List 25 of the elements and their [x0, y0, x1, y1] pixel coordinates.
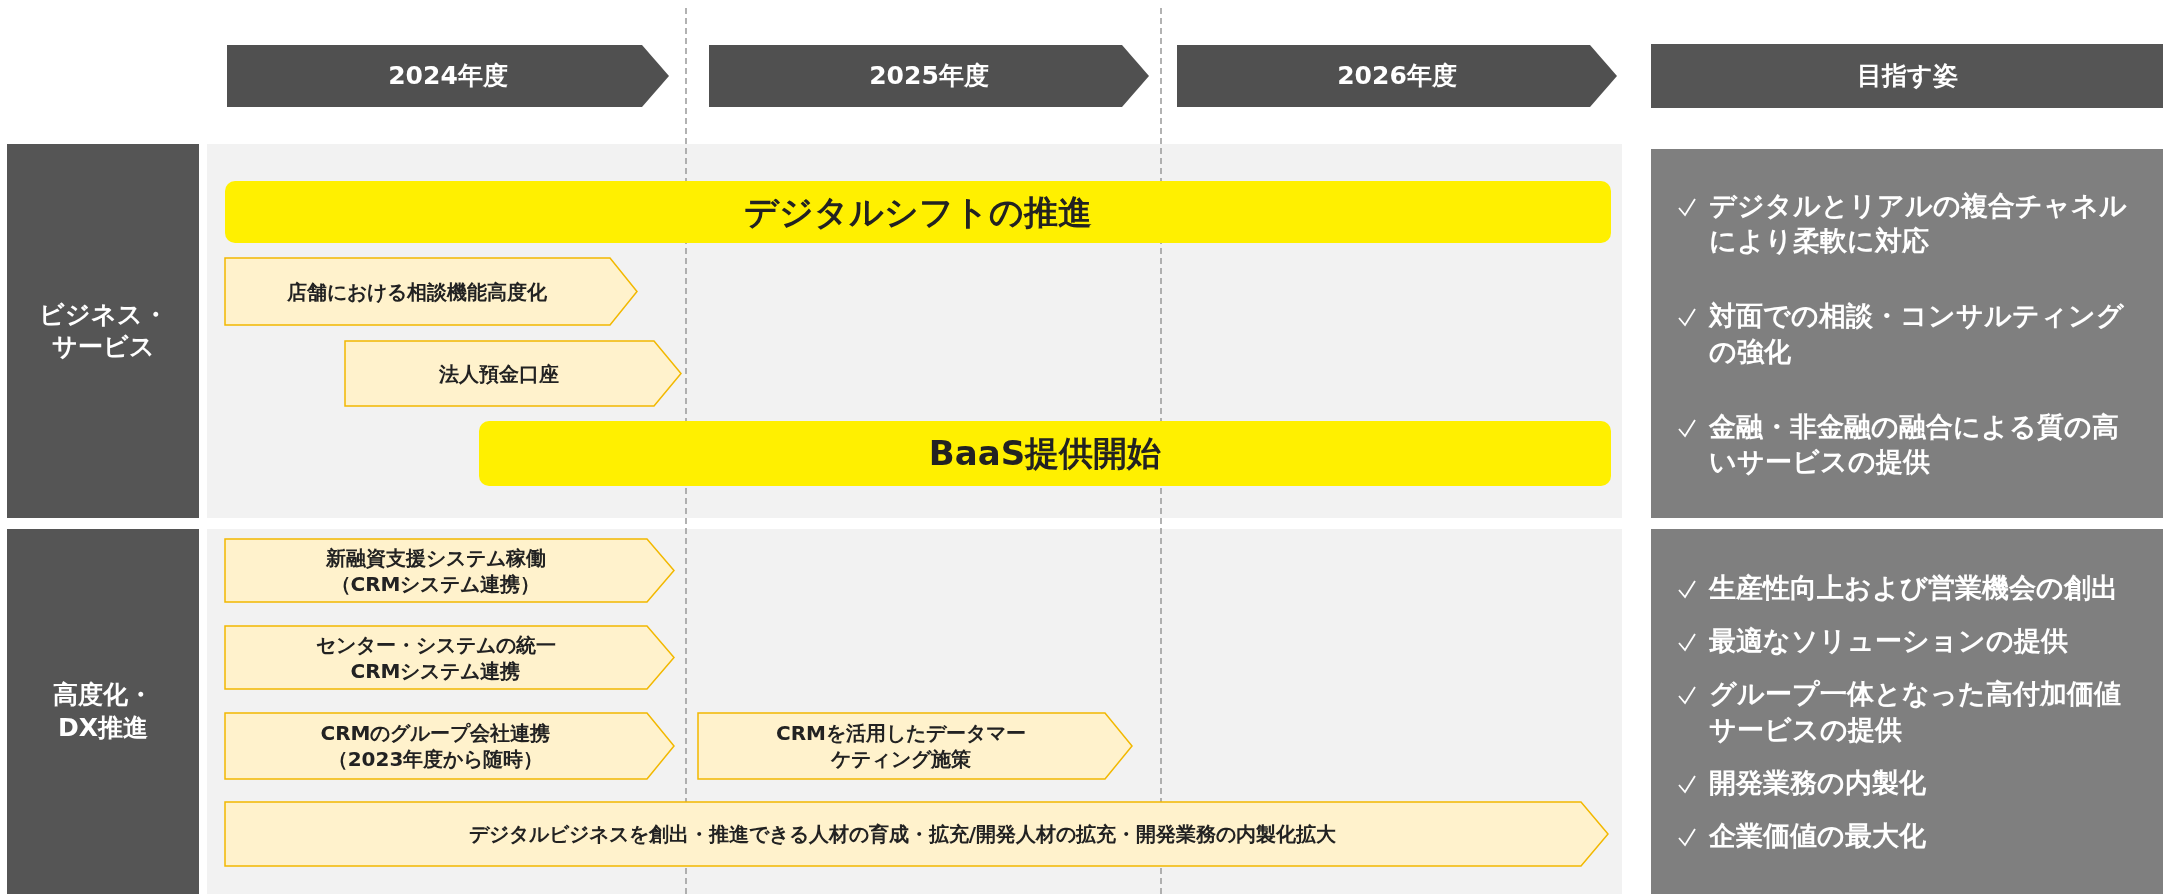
initiative-box: センター・システムの統一CRMシステム連携	[224, 625, 675, 690]
goal-item: 金融・非金融の融合による質の高いサービスの提供	[1709, 409, 2120, 479]
goal-panel	[1651, 529, 2163, 894]
initiative-bar: デジタルシフトの推進	[225, 181, 1611, 243]
year-header: 2024年度	[226, 44, 670, 108]
goal-header: 目指す姿	[1651, 44, 2163, 108]
initiative-box: 法人預金口座	[344, 340, 682, 407]
goal-item: 対面での相談・コンサルティングの強化	[1709, 299, 2125, 369]
initiative-box: CRMのグループ会社連携（2023年度から随時）	[224, 712, 675, 780]
year-header: 2026年度	[1176, 44, 1618, 108]
goal-item: 開発業務の内製化	[1709, 765, 1926, 800]
category-band: 高度化・DX推進	[7, 529, 199, 894]
initiative-box: デジタルビジネスを創出・推進できる人材の育成・拡充/開発人材の拡充・開発業務の内製化拡大	[224, 801, 1609, 867]
initiative-box: CRMを活用したデータマーケティング施策	[697, 712, 1133, 780]
goal-item: 企業価値の最大化	[1709, 818, 1926, 853]
initiative-box: 店舗における相談機能高度化	[224, 257, 638, 326]
goal-item: 最適なソリューションの提供	[1709, 624, 2068, 659]
goal-item: グループ一体となった高付加価値サービスの提供	[1709, 677, 2122, 747]
initiative-bar: BaaS提供開始	[479, 421, 1611, 486]
goal-item: 生産性向上および営業機会の創出	[1709, 571, 2118, 606]
goal-item: デジタルとリアルの複合チャネルにより柔軟に対応	[1709, 189, 2128, 259]
category-band: ビジネス・サービス	[7, 144, 199, 518]
goal-panel	[1651, 149, 2163, 518]
initiative-box: 新融資支援システム稼働（CRMシステム連携）	[224, 538, 675, 603]
year-header: 2025年度	[708, 44, 1150, 108]
